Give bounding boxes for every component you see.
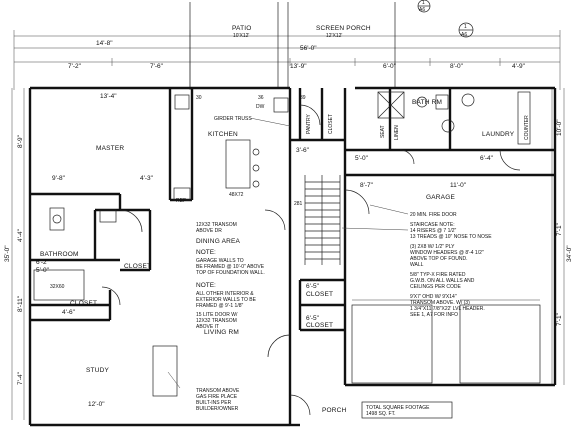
tub-size: 32X60	[50, 284, 65, 290]
dim-bath-w2: 5'-0"	[36, 267, 50, 274]
staircase	[305, 175, 340, 265]
room-master: MASTER	[96, 145, 124, 152]
room-labels: MASTER KITCHEN BATH RM LAUNDRY GARAGE DI…	[40, 99, 515, 414]
patio-label: PATIO	[232, 25, 252, 32]
dim-mw2: 4'-3"	[140, 175, 154, 182]
exterior-porches: PATIO 10'X12' SCREEN PORCH 12'X12'	[189, 2, 396, 88]
room-garage: GARAGE	[426, 194, 455, 201]
room-living: LIVING RM	[204, 329, 239, 336]
dim-master-h: 8'-9"	[17, 134, 24, 148]
screen-porch-size: 12'X12'	[326, 33, 342, 39]
patio-size: 10'X12'	[233, 33, 249, 39]
fixtures: 32X60	[33, 91, 531, 397]
room-coat-closet: CLOSET	[328, 114, 334, 134]
room-closet-d: CLOSET	[306, 322, 333, 329]
room-dining: DINING AREA	[196, 238, 241, 245]
dim-left-total: 35'-0"	[4, 245, 11, 262]
callout-right-sheet: A6	[461, 32, 467, 38]
dim-right-a: 10'-0"	[556, 119, 563, 136]
dim-top-f: 8'-0"	[450, 63, 464, 70]
dim-closet-w: 4'-6"	[62, 309, 76, 316]
dim-left-b: 8'-11"	[17, 295, 24, 312]
room-seat: SEAT	[380, 125, 386, 138]
dim-hall-b: 6'-5"	[306, 315, 320, 322]
garage-overhead-doors	[351, 299, 541, 384]
note-staircase: STAIRCASE NOTE:14 RISERS @ 7 1/2"13 TREA…	[410, 222, 492, 240]
note-ohd: 9'X7' OHD W/ 9'X14"TRANSOM ABOVE. W/ (3)…	[410, 294, 485, 318]
dim-top-left: 14'-8"	[96, 40, 113, 47]
note1-title: NOTE:	[196, 249, 216, 256]
dim-top-b: 7'-6"	[150, 63, 164, 70]
kitchen-island: 48X72	[225, 139, 260, 198]
callout-top-num: 1	[422, 0, 425, 6]
dim-garage-w2: 8'-7"	[360, 182, 374, 189]
dim-left-a: 4'-4"	[17, 228, 24, 242]
room-laundry: LAUNDRY	[482, 131, 515, 138]
dim-top-d: 6'-0"	[383, 63, 397, 70]
room-closet-b: CLOSET	[70, 300, 97, 307]
note2-body: ALL OTHER INTERIOR &EXTERIOR WALLS TO BE…	[196, 291, 257, 309]
note-fire-door: 20 MIN. FIRE DOOR	[410, 212, 457, 218]
island-size: 48X72	[229, 192, 244, 198]
dim-right-b: 7'-1"	[556, 222, 563, 236]
section-callout-right: 1 A6	[458, 22, 474, 38]
dim-k-a: 3'-6"	[296, 147, 310, 154]
note2-title: NOTE:	[196, 282, 216, 289]
screen-porch-label: SCREEN PORCH	[316, 25, 371, 32]
room-bath: BATH RM	[412, 99, 442, 106]
dim-top-total: 56'-0"	[300, 45, 317, 52]
label-counter: COUNTER	[524, 115, 530, 140]
dim-top-a: 7'-2"	[68, 63, 82, 70]
side-dimensions: 35'-0" 8'-9" 4'-4" 8'-11" 7'-4" 34'-0" 1…	[4, 88, 573, 420]
room-closet-c: CLOSET	[306, 291, 333, 298]
dim-master-w: 13'-4"	[100, 93, 117, 100]
dim-study-w: 12'-0"	[88, 401, 105, 408]
room-porch: PORCH	[322, 407, 347, 414]
dim-top-c: 13'-9"	[290, 63, 307, 70]
dim-hall-a: 6'-5"	[306, 283, 320, 290]
dim-top-e: 4'-9"	[512, 63, 526, 70]
room-closet-a: CLOSET	[124, 263, 151, 270]
room-bathroom: BATHROOM	[40, 251, 79, 258]
note-girder: GIRDER TRUSS	[214, 116, 252, 122]
dim-k-c: 6'-4"	[480, 155, 494, 162]
interior-walls	[30, 88, 555, 332]
dim-left-c: 7'-4"	[17, 371, 24, 385]
room-linen: LINEN	[394, 125, 400, 140]
dim-garage-w: 11'-0"	[450, 182, 467, 189]
room-kitchen: KITCHEN	[208, 131, 238, 138]
label-281: 281	[294, 201, 303, 207]
top-dimensions: 14'-8" 56'-0" 7'-2" 7'-6" 13'-9" 6'-0" 8…	[13, 30, 561, 90]
dim-n39: 39	[300, 95, 306, 101]
dim-n30: 30	[196, 95, 202, 101]
callout-top-sheet: A6	[419, 7, 425, 13]
callout-right-num: 1	[464, 24, 467, 30]
dim-right-total: 34'-0"	[566, 245, 573, 262]
dim-n36: 36	[258, 95, 264, 101]
section-callout-top: 1 A6	[417, 0, 431, 13]
door-swings	[101, 104, 521, 416]
dim-mw1: 9'-8"	[52, 175, 66, 182]
exterior-walls	[28, 86, 557, 427]
label-ref: REF	[176, 198, 186, 204]
room-study: STUDY	[86, 367, 109, 374]
label-dw: DW	[256, 104, 265, 110]
room-pantry: PANTRY	[306, 114, 312, 134]
dim-right-c: 7'-1"	[556, 312, 563, 326]
dim-k-b: 5'-0"	[355, 155, 369, 162]
interior-dimensions: 13'-4" 9'-8" 4'-3" 6'-2" 5'-0" 4'-6" 12'…	[36, 93, 530, 408]
dim-bath-w1: 6'-2"	[36, 259, 50, 266]
